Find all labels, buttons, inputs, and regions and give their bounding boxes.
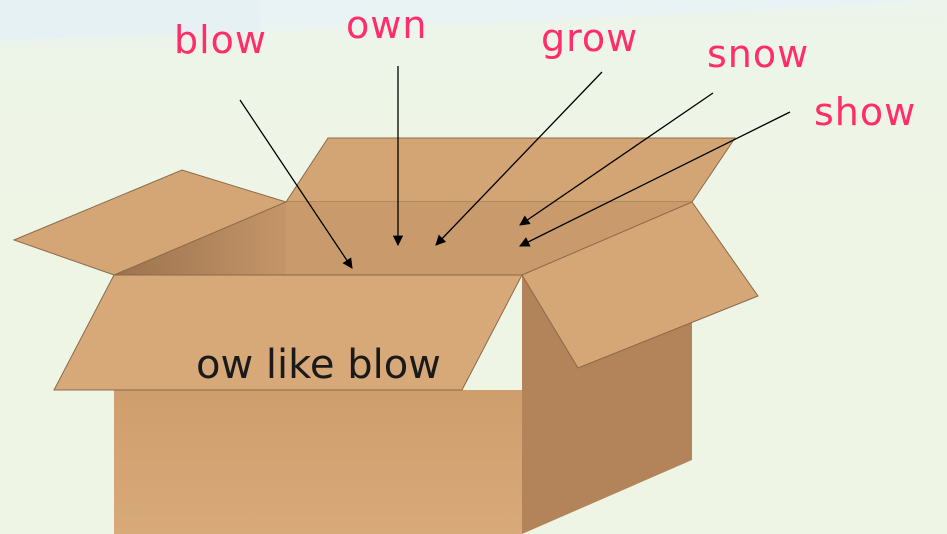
word-blow: blow	[174, 18, 267, 62]
box-label: ow like blow	[196, 342, 441, 388]
word-snow: snow	[707, 32, 809, 76]
word-show: show	[814, 90, 916, 134]
word-own: own	[346, 3, 427, 47]
box-front	[114, 390, 522, 534]
box-back-flap	[286, 138, 735, 202]
word-grow: grow	[541, 16, 638, 60]
